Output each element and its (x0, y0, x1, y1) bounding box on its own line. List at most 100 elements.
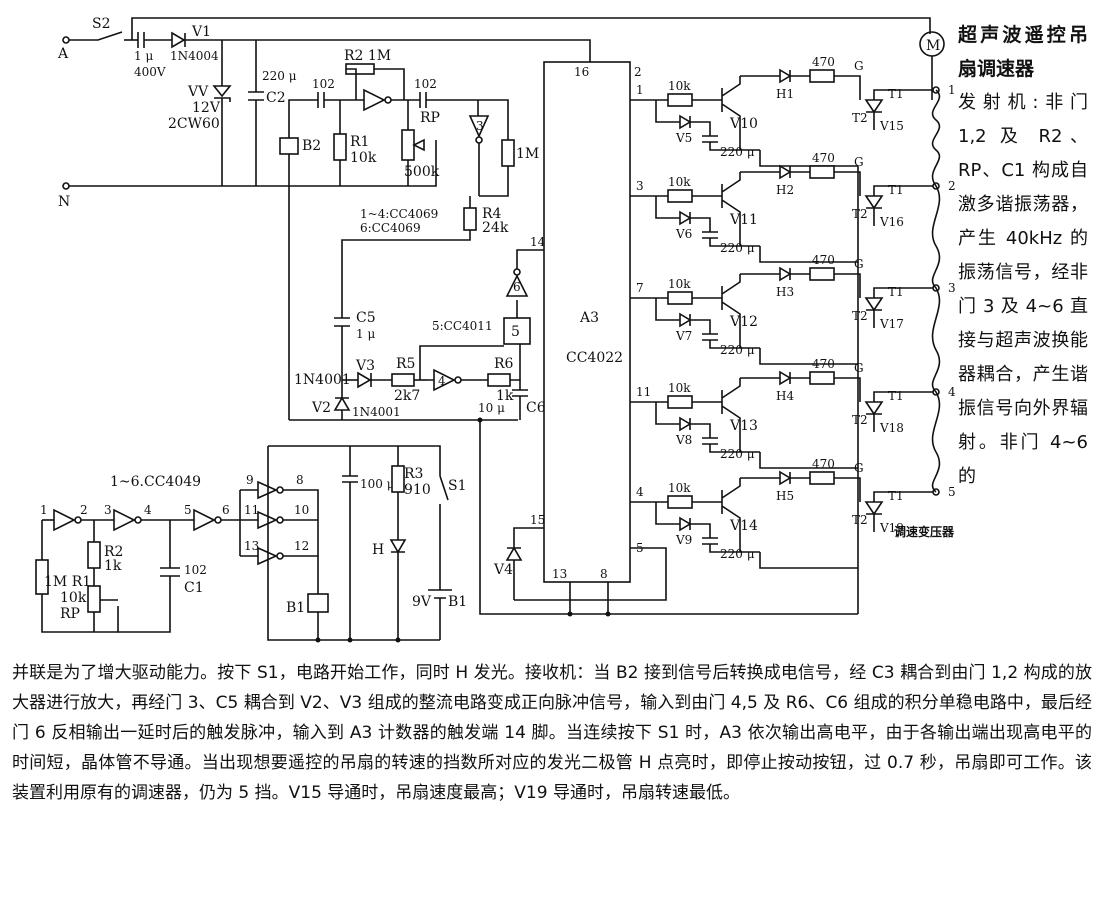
resistor-470-5 (809, 471, 835, 485)
diode-3 (679, 312, 692, 328)
tx-r1-label: 1M R1 (44, 574, 91, 590)
t2-label-3: T2 (852, 309, 868, 323)
rp-label: RP (420, 110, 440, 126)
v4-label: V4 (493, 562, 513, 578)
c5-label: C5 (356, 310, 376, 326)
tx-r3-label: R3 (404, 466, 423, 482)
t2-label-2: T2 (852, 207, 868, 221)
pin8-label: 8 (600, 567, 608, 581)
r470-label-2: 470 (812, 151, 835, 165)
r4-label: R4 (482, 206, 502, 222)
tx-r2-label: R2 (104, 544, 123, 560)
d-1n4001a-label: 1N4001 (294, 372, 351, 388)
r6-value: 1k (496, 388, 514, 404)
cc4022-label: CC4022 (566, 350, 623, 366)
g-1: 1 (40, 503, 48, 517)
a3-pin-out-1: 1 (636, 83, 644, 97)
r4-value: 24k (482, 220, 509, 236)
cap-220-label-4: 220 μ (720, 447, 755, 461)
gate-label-1: G (854, 59, 864, 73)
diode-1 (679, 114, 692, 130)
led-label-1: H1 (776, 87, 794, 101)
gates-1to4-label: 1~4:CC4069 (360, 207, 438, 221)
bottom-body-text: 并联是为了增大驱动能力。按下 S1，电路开始工作，同时 H 发光。接收机：当 B… (12, 663, 1092, 803)
resistor-470-1 (809, 69, 835, 83)
d-1n4001b-label: 1N4001 (352, 405, 401, 419)
g-8: 8 (296, 473, 304, 487)
r10k-label-5: 10k (668, 481, 691, 495)
led-label-3: H3 (776, 285, 794, 299)
r10k-label-2: 10k (668, 175, 691, 189)
triac-label-4: V18 (879, 421, 904, 435)
gate-label-2: G (854, 155, 864, 169)
t1-label-1: T1 (888, 87, 904, 101)
t1-label-2: T1 (888, 183, 904, 197)
g-9: 9 (246, 473, 254, 487)
transistor-label-3: V12 (729, 314, 758, 330)
pin2-label: 2 (634, 65, 642, 79)
resistor-10k-5 (667, 495, 693, 509)
diode-2 (679, 210, 692, 226)
tx-b1-label: B1 (286, 600, 305, 616)
led-1 (779, 68, 792, 84)
tx-h-label: H (372, 542, 384, 558)
r-1m-label: 1M (516, 146, 539, 162)
2cw60-label: 2CW60 (168, 116, 220, 132)
resistor-10k-3 (667, 291, 693, 305)
tx-100u-label: 100 μ (360, 477, 395, 491)
pin13-label: 13 (552, 567, 567, 581)
transistor-label-4: V13 (729, 418, 758, 434)
resistor-470-2 (809, 165, 835, 179)
side-description: 超声波遥控吊扇调速器 发射机:非门 1,2 及 R2、RP、C1 构成自激多谐振… (958, 18, 1088, 494)
tx-r3-value: 910 (404, 482, 431, 498)
led-label-2: H2 (776, 183, 794, 197)
c102a-label: 102 (312, 77, 335, 91)
r2-1m-label: R2 1M (344, 48, 391, 64)
led-4 (779, 370, 792, 386)
c5-value: 1 μ (356, 327, 375, 341)
r6-label: R6 (494, 356, 514, 372)
r1-label: R1 (350, 134, 369, 150)
tx-b1b-label: B1 (448, 594, 467, 610)
transformer-label: 调速变压器 (894, 524, 955, 539)
r10k-label-1: 10k (668, 79, 691, 93)
a3-pin-out-5: 4 (636, 485, 644, 499)
triac-4 (864, 401, 884, 416)
output-label-2: 2 (948, 179, 956, 193)
r1-value: 10k (350, 150, 377, 166)
transistor-1 (721, 76, 741, 150)
vv-label: VV (187, 84, 209, 100)
t1-label-3: T1 (888, 285, 904, 299)
r5-label: R5 (396, 356, 415, 372)
triac-1 (864, 99, 884, 114)
c102b-label: 102 (414, 77, 437, 91)
led-label-4: H4 (776, 389, 794, 403)
gate5-num: 5 (511, 324, 520, 340)
tx-c102-label: 102 (184, 563, 207, 577)
c2-label: C2 (266, 90, 286, 106)
terminal-n-label: N (58, 194, 70, 210)
diode-4 (679, 416, 692, 432)
tx-rp-value: 10k (60, 590, 87, 606)
cc4049-label: 1~6.CC4049 (110, 474, 201, 490)
r470-label-4: 470 (812, 357, 835, 371)
transmitter-circuit: 1~6.CC4049 1 2 3 4 5 6 1M R1 R2 1k 10k R… (35, 445, 467, 643)
t2-label-1: T2 (852, 111, 868, 125)
t2-label-4: T2 (852, 413, 868, 427)
gate6-num: 6 (513, 280, 521, 294)
output-label-3: 3 (948, 281, 956, 295)
gate4-num: 4 (438, 374, 446, 388)
a3-pin-out-3: 7 (636, 281, 644, 295)
c-400v-label: 400V (134, 65, 166, 79)
a3-label: A3 (579, 310, 599, 326)
cc4011-label: 5:CC4011 (432, 319, 493, 333)
cap-220-label-2: 220 μ (720, 241, 755, 255)
resistor-470-4 (809, 371, 835, 385)
triac-5 (864, 501, 884, 516)
v2-label: V2 (311, 400, 331, 416)
terminal-a-label: A (57, 46, 69, 62)
v1-label: V1 (191, 24, 211, 40)
tx-9v-label: 9V (412, 594, 432, 610)
resistor-10k-2 (667, 189, 693, 203)
g-4: 4 (144, 503, 152, 517)
